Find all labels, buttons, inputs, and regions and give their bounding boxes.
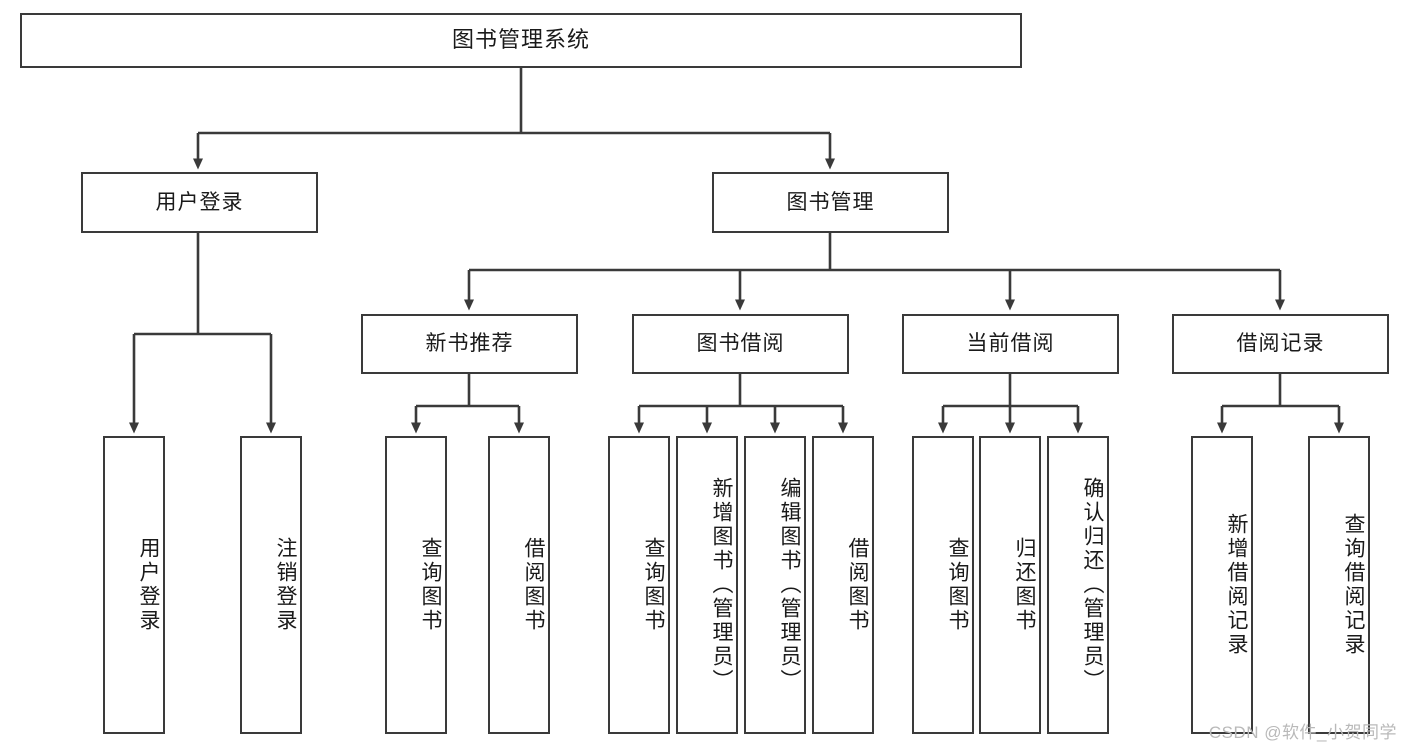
node-new-book-recommend[interactable]: 新书推荐 xyxy=(361,314,578,374)
node-label: 用户登录 xyxy=(155,190,244,214)
node-label: 图书借阅 xyxy=(696,332,785,356)
node-label: 当前借阅 xyxy=(966,332,1055,356)
node-label: 归还图书 xyxy=(1013,537,1036,633)
node-label: 借阅图书 xyxy=(846,537,869,633)
node-label: 新书推荐 xyxy=(425,332,514,356)
node-label: 查询图书 xyxy=(642,537,665,633)
node-label: 查询借阅记录 xyxy=(1342,513,1365,657)
leaf-recommend-query-book[interactable]: 查询图书 xyxy=(385,436,447,734)
leaf-user-login[interactable]: 用户登录 xyxy=(103,436,165,734)
node-label: 新增图书（管理员） xyxy=(710,477,733,693)
leaf-borrow-edit-book-admin[interactable]: 编辑图书（管理员） xyxy=(744,436,806,734)
node-user-login[interactable]: 用户登录 xyxy=(81,172,318,233)
node-book-borrow[interactable]: 图书借阅 xyxy=(632,314,849,374)
node-current-borrow[interactable]: 当前借阅 xyxy=(902,314,1119,374)
leaf-current-query-book[interactable]: 查询图书 xyxy=(912,436,974,734)
watermark-text: CSDN @软件_小贺同学 xyxy=(1208,723,1397,742)
leaf-borrow-query-book[interactable]: 查询图书 xyxy=(608,436,670,734)
leaf-record-add-record[interactable]: 新增借阅记录 xyxy=(1191,436,1253,734)
node-label: 查询图书 xyxy=(946,537,969,633)
leaf-borrow-borrow-book[interactable]: 借阅图书 xyxy=(812,436,874,734)
node-label: 确认归还（管理员） xyxy=(1081,477,1104,693)
node-label: 图书管理系统 xyxy=(451,27,590,53)
node-label: 新增借阅记录 xyxy=(1225,513,1248,657)
node-label: 借阅图书 xyxy=(522,537,545,633)
node-label: 注销登录 xyxy=(274,537,297,633)
leaf-user-logout[interactable]: 注销登录 xyxy=(240,436,302,734)
leaf-current-confirm-return-admin[interactable]: 确认归还（管理员） xyxy=(1047,436,1109,734)
node-borrow-record[interactable]: 借阅记录 xyxy=(1172,314,1389,374)
node-label: 借阅记录 xyxy=(1236,332,1325,356)
leaf-current-return-book[interactable]: 归还图书 xyxy=(979,436,1041,734)
leaf-borrow-add-book-admin[interactable]: 新增图书（管理员） xyxy=(676,436,738,734)
leaf-record-query-record[interactable]: 查询借阅记录 xyxy=(1308,436,1370,734)
leaf-recommend-borrow-book[interactable]: 借阅图书 xyxy=(488,436,550,734)
node-label: 编辑图书（管理员） xyxy=(778,477,801,693)
node-root-library-system[interactable]: 图书管理系统 xyxy=(20,13,1022,68)
node-label: 查询图书 xyxy=(419,537,442,633)
node-book-management[interactable]: 图书管理 xyxy=(712,172,949,233)
node-label: 用户登录 xyxy=(137,537,160,633)
node-label: 图书管理 xyxy=(786,190,875,214)
